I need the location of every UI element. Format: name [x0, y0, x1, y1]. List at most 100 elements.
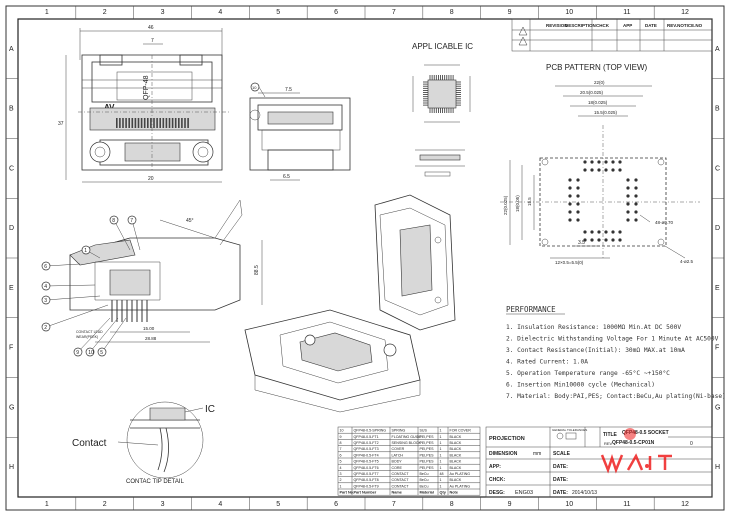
pcb-title: PCB PATTERN (TOP VIEW): [546, 63, 648, 72]
bom-cell: COVER: [392, 447, 405, 451]
bom-cell: BLACK: [450, 478, 462, 482]
bom-header: Part Number: [354, 491, 377, 495]
pcb-pad: [568, 186, 572, 190]
balloon-10: [85, 347, 95, 357]
bom-cell: BeCu: [420, 472, 429, 476]
svg-text:22(0): 22(0): [594, 80, 605, 85]
pcb-pad: [634, 202, 638, 206]
grid-col-8-top: 8: [450, 9, 454, 16]
balloon-label: 10: [88, 350, 94, 356]
svg-text:2014/10/13: 2014/10/13: [572, 490, 597, 496]
balloon-label: 4: [44, 284, 47, 290]
balloon-6: [41, 261, 51, 271]
dim-right-65: 6.5: [283, 174, 290, 180]
bom-cell: SENSING BLOCK: [392, 441, 422, 445]
grid-row-A-left: A: [9, 46, 14, 53]
svg-text:15.00: 15.00: [143, 326, 155, 331]
pcb-pad: [590, 238, 594, 242]
bom-cell: QFP48-0.5-FT7: [354, 472, 379, 476]
grid-col-4-top: 4: [218, 9, 222, 16]
pin: [131, 118, 134, 128]
svg-text:18(0.025): 18(0.025): [588, 100, 608, 105]
grid-col-9-top: 9: [508, 9, 512, 16]
dwg-value: QFP48-0.5-CP01N: [612, 440, 655, 446]
performance-item: 5. Operation Temperature range -65°C ~+1…: [506, 369, 670, 377]
performance-item: 2. Dielectric Withstanding Voltage For 1…: [506, 336, 719, 343]
pcb-pad: [576, 186, 580, 190]
svg-text:DATE:: DATE:: [553, 464, 568, 470]
svg-text:DATE:: DATE:: [553, 490, 568, 496]
pcb-pad: [634, 178, 638, 182]
svg-text:DESG:: DESG:: [489, 490, 505, 496]
grid-row-F-right: F: [715, 345, 719, 352]
balloon-3: [41, 295, 51, 305]
svg-text:0: 0: [690, 441, 693, 447]
svg-text:45°: 45°: [186, 218, 194, 224]
pcb-pad: [604, 230, 608, 234]
bom-cell: PEI,PES: [420, 447, 435, 451]
pin: [168, 118, 171, 128]
grid-col-5-top: 5: [276, 9, 280, 16]
pcb-pad: [604, 160, 608, 164]
rev-col-chck: CHCK: [596, 23, 610, 28]
grid-row-G-left: G: [9, 404, 14, 411]
performance-title: PERFORMANCE: [506, 305, 556, 314]
grid-col-5-bottom: 5: [276, 501, 280, 508]
grid-row-A-right: A: [715, 46, 720, 53]
grid-col-6-bottom: 6: [334, 501, 338, 508]
balloon-label: 1: [84, 248, 87, 254]
pcb-pad: [568, 218, 572, 222]
rev-col-revision: REVISION: [546, 23, 568, 28]
pcb-pad: [611, 168, 615, 172]
grid-col-10-bottom: 10: [565, 501, 573, 508]
bom-cell: 8: [340, 441, 342, 445]
dim-top-width: 46: [148, 25, 154, 31]
pin: [116, 118, 118, 128]
pcb-pad: [568, 202, 572, 206]
top-view: 46 7 37 QFP-48 AV 20: [58, 25, 230, 183]
balloon-label: 9: [76, 350, 79, 356]
svg-text:GENERAL TOLERANCES: GENERAL TOLERANCES: [552, 428, 587, 432]
balloon-7: [127, 215, 137, 225]
pin: [174, 118, 177, 128]
balloon-4: [41, 281, 51, 291]
pcb-pad: [597, 168, 601, 172]
performance-list: 1. Insulation Resistance: 1000MΩ Min.At …: [506, 324, 726, 400]
grid-col-12-bottom: 12: [681, 501, 689, 508]
grid-row-H-right: H: [715, 464, 720, 471]
grid-row-D-left: D: [9, 225, 14, 232]
grid-row-E-right: E: [715, 285, 720, 292]
bom-cell: 1: [340, 484, 342, 488]
svg-text:APP:: APP:: [489, 464, 501, 470]
grid-row-C-right: C: [715, 165, 720, 172]
bom-cell: 1: [440, 478, 442, 482]
pcb-pad: [590, 230, 594, 234]
balloon-5: [97, 347, 107, 357]
bom-cell: QFP48-0.5-FT9: [354, 484, 379, 488]
grid-col-10-top: 10: [565, 9, 573, 16]
pin: [119, 118, 121, 128]
bom-cell: QFP48-0.5-SPRING: [354, 429, 387, 433]
performance-item: 6. Insertion Min10000 cycle (Mechanical): [506, 382, 655, 389]
dim-right-75: 7.5: [285, 87, 292, 93]
grid-row-C-left: C: [9, 165, 14, 172]
dim-bottom-20: 20: [148, 176, 154, 182]
pcb-pad: [611, 230, 615, 234]
bom-header: Material: [420, 491, 434, 495]
pcb-pad: [626, 194, 630, 198]
svg-text:REV: REV: [604, 441, 613, 446]
bom-cell: LATCH: [392, 453, 404, 457]
balloon-1: [81, 245, 91, 255]
bom-cell: CONTACT: [392, 478, 410, 482]
balloon-label: 2: [44, 325, 47, 331]
pcb-pad: [576, 194, 580, 198]
balloon-label: 7: [130, 218, 133, 224]
svg-text:15.5(0.025): 15.5(0.025): [594, 110, 618, 115]
dim-top-sub: 7: [151, 38, 154, 44]
side-view-small: 7.5 6.5 10: [249, 82, 351, 181]
svg-text:12×0.5=5.5(0): 12×0.5=5.5(0): [555, 260, 584, 265]
bom-cell: QFP48-0.5-FT8: [354, 478, 379, 482]
